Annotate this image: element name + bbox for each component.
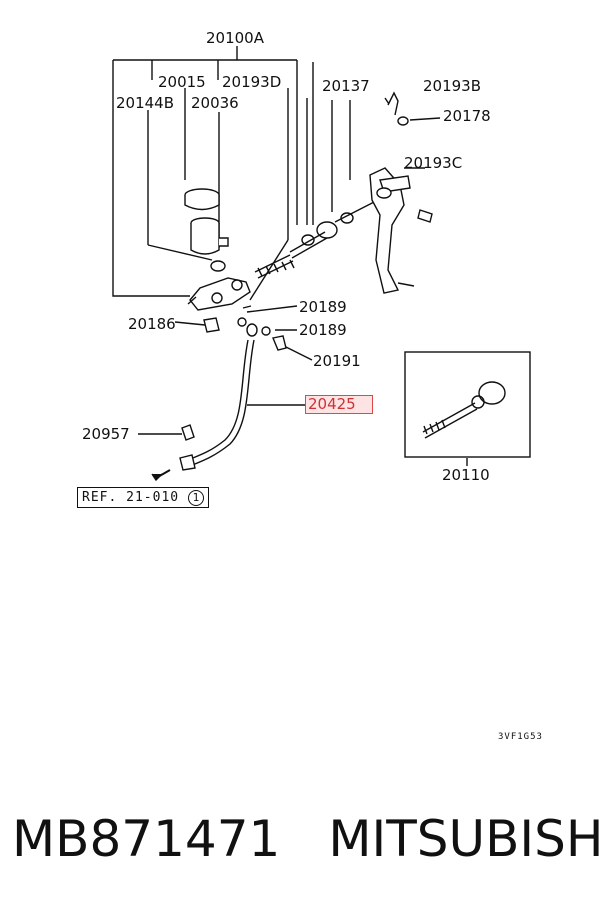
label-20100A: 20100A bbox=[206, 29, 264, 47]
parts-diagram bbox=[112, 46, 531, 482]
master-cylinder bbox=[187, 277, 251, 311]
brand-name: MITSUBISHI bbox=[328, 810, 600, 868]
reference-circle: 1 bbox=[187, 490, 204, 506]
label-20191: 20191 bbox=[313, 352, 361, 370]
reservoir bbox=[190, 217, 229, 272]
label-20178: 20178 bbox=[443, 107, 491, 125]
pushrod-spring bbox=[254, 199, 379, 279]
washer-b bbox=[261, 326, 271, 336]
label-20015: 20015 bbox=[158, 73, 206, 91]
label-20193C: 20193C bbox=[404, 154, 463, 172]
repair-kit-box bbox=[404, 351, 531, 466]
label-20189-lower: 20189 bbox=[299, 321, 347, 339]
bolt-20191 bbox=[272, 335, 287, 351]
footer: MB871471 MITSUBISHI bbox=[12, 810, 600, 868]
label-20137: 20137 bbox=[322, 77, 370, 95]
label-20425-highlighted: 20425 bbox=[305, 395, 373, 414]
washer-a bbox=[237, 317, 247, 327]
reservoir-cap bbox=[184, 188, 220, 211]
label-20957: 20957 bbox=[82, 425, 130, 443]
label-20193B: 20193B bbox=[423, 77, 482, 95]
nut-20186 bbox=[203, 317, 220, 333]
part-number: MB871471 bbox=[12, 810, 281, 868]
assembly-bracket bbox=[112, 59, 297, 297]
label-20036: 20036 bbox=[191, 94, 239, 112]
label-20144B: 20144B bbox=[116, 94, 175, 112]
reference-text: REF. 21-010 bbox=[82, 490, 180, 505]
label-20186: 20186 bbox=[128, 315, 176, 333]
label-20110: 20110 bbox=[442, 466, 490, 484]
diagram-code: 3VF1G53 bbox=[498, 732, 543, 742]
clutch-pedal bbox=[369, 91, 433, 294]
label-20189-upper: 20189 bbox=[299, 298, 347, 316]
clutch-hose bbox=[151, 323, 258, 482]
reference-box: REF. 21-010 1 bbox=[77, 487, 209, 508]
label-20193D: 20193D bbox=[222, 73, 282, 91]
